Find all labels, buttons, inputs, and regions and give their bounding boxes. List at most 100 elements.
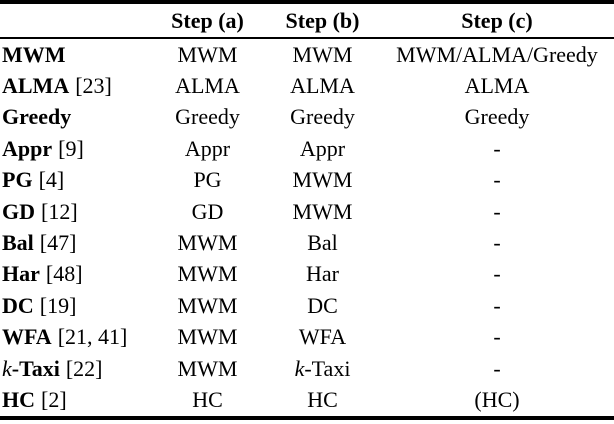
cell-step-a: MWM <box>177 41 238 67</box>
row-label-citation: [19] <box>39 292 77 318</box>
col-header-step-b: Step (b) <box>285 7 360 33</box>
cell-step-b-value: Bal <box>307 230 338 256</box>
cell-step-a: MWM <box>177 292 238 318</box>
cell-step-c: - <box>493 198 501 224</box>
cell-step-b-value: HC <box>307 386 338 412</box>
row-label-name: ALMA <box>2 73 70 99</box>
row-label-name: HC <box>2 386 35 412</box>
cell-step-a: Appr <box>184 135 231 161</box>
cell-step-b: DC <box>265 290 380 321</box>
row-label-name: MWM <box>2 41 66 67</box>
row-label-name: PG <box>2 167 33 193</box>
cell-step-c: Greedy <box>464 104 530 130</box>
cell-step-c: - <box>493 167 501 193</box>
cell-step-b-value: Har <box>306 261 339 287</box>
cell-step-a: GD <box>191 198 224 224</box>
cell-step-b-value: MWM <box>292 41 353 67</box>
cell-step-a: ALMA <box>175 73 240 99</box>
cell-step-a: MWM <box>177 230 238 256</box>
cell-step-b: Appr <box>265 133 380 164</box>
cell-step-c: - <box>493 261 501 287</box>
cell-step-c: - <box>493 324 501 350</box>
row-label-cell: GD[12] <box>0 196 150 227</box>
cell-step-b: WFA <box>265 322 380 353</box>
row-label-cell: PG[4] <box>0 165 150 196</box>
row-label-citation: [48] <box>45 261 83 287</box>
cell-step-c: ALMA <box>464 73 530 99</box>
row-label-name: DC <box>2 292 34 318</box>
cell-step-b-value: Appr <box>299 135 346 161</box>
row-label-cell: MWM <box>0 38 150 70</box>
row-label-name: Greedy <box>2 104 72 130</box>
cell-step-b-value: ALMA <box>290 73 355 99</box>
cell-step-b-value: -Taxi <box>304 355 351 381</box>
cell-step-b: k-Taxi <box>265 353 380 384</box>
cell-step-a: HC <box>192 386 223 412</box>
cell-step-c: - <box>493 355 501 381</box>
row-label-cell: DC[19] <box>0 290 150 321</box>
col-header-step-a: Step (a) <box>171 7 244 33</box>
row-label-cell: k-Taxi[22] <box>0 353 150 384</box>
table-header: Step (a) Step (b) Step (c) <box>0 2 614 38</box>
row-label-cell: WFA[21, 41] <box>0 322 150 353</box>
cell-step-b-value: WFA <box>298 324 347 350</box>
row-label-citation: [4] <box>38 167 65 193</box>
cell-step-b: Har <box>265 259 380 290</box>
cell-step-b-italic: k <box>294 355 305 381</box>
row-label-name: Appr <box>2 135 53 161</box>
row-label-cell: HC[2] <box>0 384 150 417</box>
row-label-citation: [21, 41] <box>57 324 128 350</box>
row-label-citation: [12] <box>41 198 78 224</box>
row-label-citation: [23] <box>75 73 112 99</box>
cell-step-b-value: DC <box>307 292 338 318</box>
cell-step-b: MWM <box>265 196 380 227</box>
row-label-citation: [22] <box>65 355 103 381</box>
table-row: MWM MWM MWM MWM/ALMA/Greedy <box>0 38 614 70</box>
cell-step-c: - <box>493 230 501 256</box>
row-label-italic: k <box>2 355 12 381</box>
cell-step-b: HC <box>265 384 380 417</box>
row-label-cell: Har[48] <box>0 259 150 290</box>
col-header-algorithm <box>0 2 150 38</box>
row-label-citation: [2] <box>41 386 67 412</box>
row-label-citation: [47] <box>39 230 77 256</box>
row-label-cell: Bal[47] <box>0 227 150 258</box>
cell-step-b-value: MWM <box>292 167 353 193</box>
row-label-name: Har <box>2 261 40 287</box>
cell-step-a: MWM <box>177 261 238 287</box>
col-header-step-c: Step (c) <box>461 7 533 33</box>
cell-step-c: - <box>493 292 501 318</box>
cell-step-b: Greedy <box>265 102 380 133</box>
cell-step-a: MWM <box>177 324 238 350</box>
cell-step-a: MWM <box>177 355 238 381</box>
row-label-name: WFA <box>2 324 52 350</box>
row-label-name: -Taxi <box>11 355 60 381</box>
row-label-cell: Greedy <box>0 102 150 133</box>
cell-step-b: MWM <box>265 165 380 196</box>
cell-step-c: MWM/ALMA/Greedy <box>396 41 598 67</box>
row-label-cell: Appr[9] <box>0 133 150 164</box>
cell-step-a: PG <box>193 167 222 193</box>
row-label-cell: ALMA[23] <box>0 70 150 101</box>
cell-step-b: Bal <box>265 227 380 258</box>
header-row: Step (a) Step (b) Step (c) <box>0 2 614 38</box>
cell-step-c: (HC) <box>474 386 520 412</box>
row-label-name: GD <box>2 198 35 224</box>
cell-step-b-value: MWM <box>292 198 353 224</box>
cell-step-c: - <box>493 135 501 161</box>
cell-step-b: ALMA <box>265 70 380 101</box>
row-label-name: Bal <box>2 230 34 256</box>
